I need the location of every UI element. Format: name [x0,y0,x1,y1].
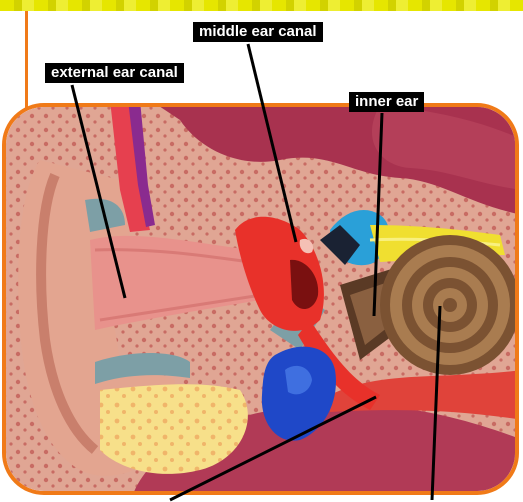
decorative-banner [0,0,523,11]
ear-illustration-panel [2,103,519,495]
middle-ear-canal-label: middle ear canal [193,22,323,42]
external-ear-canal-label: external ear canal [45,63,184,83]
inner-ear-label: inner ear [349,92,424,112]
cochlea-spiral [380,235,519,375]
ear-cross-section-illustration [2,103,519,495]
